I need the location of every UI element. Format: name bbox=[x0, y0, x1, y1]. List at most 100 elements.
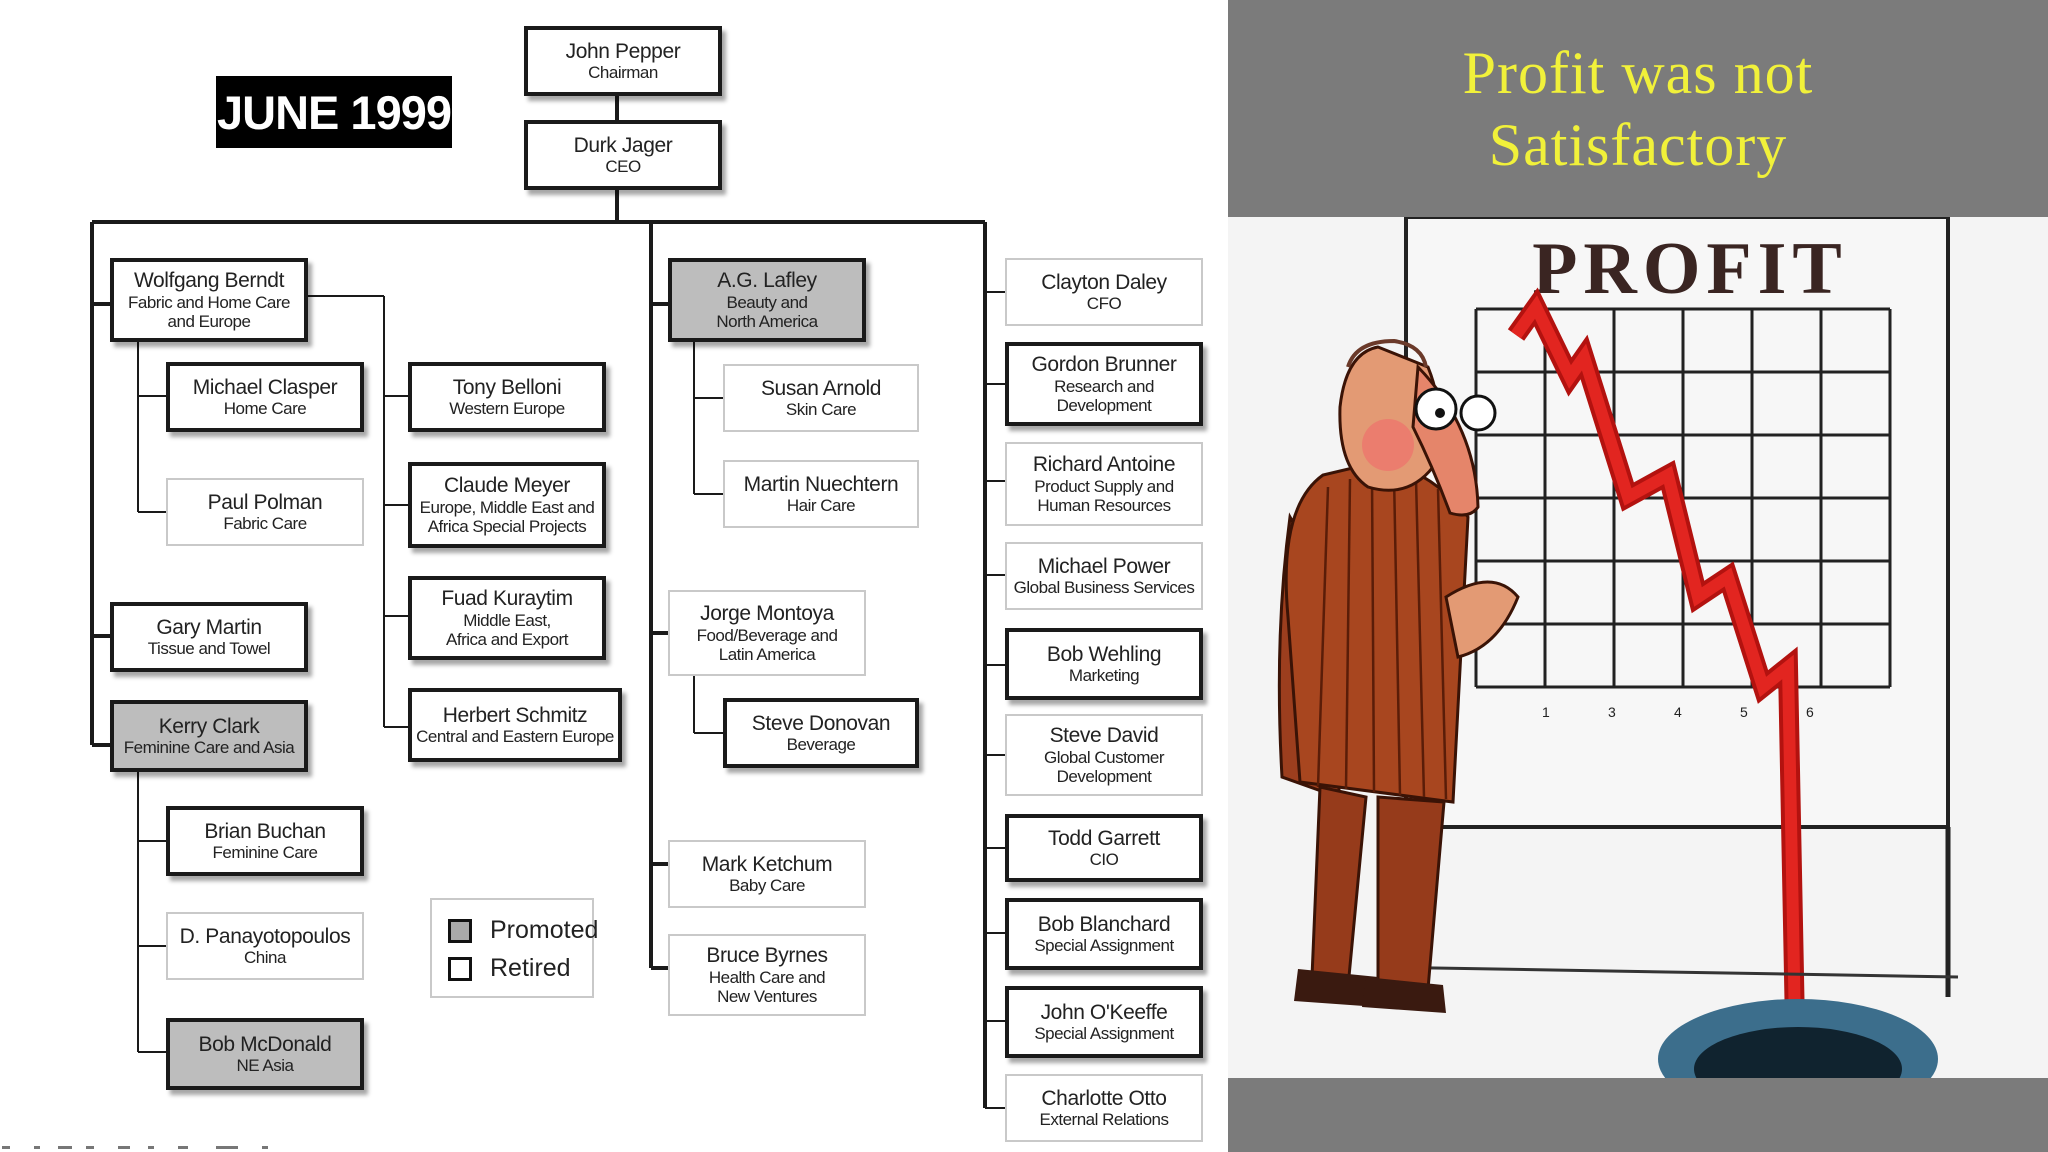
legend: Promoted Retired bbox=[430, 898, 598, 998]
person-role: Africa and Export bbox=[446, 629, 568, 649]
promoted-swatch bbox=[448, 918, 472, 943]
legend-promoted: Promoted bbox=[448, 916, 598, 945]
person-role: and Europe bbox=[167, 311, 251, 331]
retired-swatch bbox=[448, 956, 472, 981]
person-name: Paul Polman bbox=[207, 490, 323, 514]
slide-title-line-1: Profit was not bbox=[1462, 39, 1814, 106]
person-name: Todd Garrett bbox=[1048, 826, 1160, 850]
person-name: Steve Donovan bbox=[751, 711, 891, 735]
person-name: Wolfgang Berndt bbox=[133, 269, 285, 293]
person-role: Skin Care bbox=[785, 400, 857, 420]
person-role: Food/Beverage and bbox=[696, 625, 838, 645]
person-name: Gary Martin bbox=[156, 615, 262, 639]
person-name: Michael Power bbox=[1037, 554, 1171, 578]
person-name: Clayton Daley bbox=[1041, 270, 1167, 294]
axis-tick-label: 4 bbox=[1674, 704, 1682, 720]
person-role: Tissue and Towel bbox=[147, 639, 271, 659]
person-role: Latin America bbox=[718, 644, 816, 664]
person-name: Brian Buchan bbox=[204, 819, 326, 843]
person-role: External Relations bbox=[1039, 1110, 1169, 1130]
person-name: Mark Ketchum bbox=[701, 852, 833, 876]
person-name: John Pepper bbox=[565, 39, 681, 63]
person-name: John O'Keeffe bbox=[1040, 1000, 1168, 1024]
person-role: Development bbox=[1056, 766, 1152, 786]
title-banner: Profit was not Satisfactory bbox=[1228, 0, 2048, 217]
person-role: Fabric Care bbox=[223, 514, 307, 534]
person-role: Product Supply and bbox=[1034, 476, 1174, 496]
axis-tick-label: 3 bbox=[1608, 704, 1616, 720]
person-role: Middle East, bbox=[463, 610, 551, 630]
person-role: Feminine Care bbox=[212, 843, 319, 863]
person-role: Development bbox=[1056, 395, 1152, 415]
axis-tick-label: 6 bbox=[1806, 704, 1814, 720]
person-name: Herbert Schmitz bbox=[442, 703, 588, 727]
person-role: CIO bbox=[1089, 850, 1119, 870]
person-role: Feminine Care and Asia bbox=[123, 738, 295, 758]
person-name: A.G. Lafley bbox=[717, 269, 817, 293]
person-name: D. Panayotopoulos bbox=[179, 924, 351, 948]
person-name: Charlotte Otto bbox=[1041, 1086, 1167, 1110]
person-name: Bruce Byrnes bbox=[706, 944, 828, 968]
person-name: Richard Antoine bbox=[1032, 453, 1176, 477]
person-name: Durk Jager bbox=[573, 133, 673, 157]
person-name: Tony Belloni bbox=[452, 375, 562, 399]
person-role: Special Assignment bbox=[1034, 1024, 1174, 1044]
person-name: Fuad Kuraytim bbox=[441, 587, 573, 611]
legend-promoted-label: Promoted bbox=[490, 916, 599, 944]
person-role: CEO bbox=[605, 157, 641, 177]
person-name: Kerry Clark bbox=[158, 714, 260, 738]
person-name: Gordon Brunner bbox=[1031, 353, 1177, 377]
person-role: Human Resources bbox=[1037, 495, 1171, 515]
person-name: Steve David bbox=[1049, 724, 1159, 748]
person-name: Martin Nuechtern bbox=[743, 472, 899, 496]
bottom-band bbox=[1228, 1078, 2048, 1152]
person-role: New Ventures bbox=[717, 986, 817, 1006]
person-name: Jorge Montoya bbox=[700, 602, 834, 626]
person-name: Bob Wehling bbox=[1046, 642, 1162, 666]
person-name: Bob McDonald bbox=[198, 1032, 332, 1056]
legend-retired: Retired bbox=[448, 954, 571, 983]
person-name: Michael Clasper bbox=[192, 375, 338, 399]
axis-tick-label: 1 bbox=[1542, 704, 1550, 720]
org-chart-connectors bbox=[90, 96, 1005, 1109]
person-role: Special Assignment bbox=[1034, 936, 1174, 956]
person-role: Global Business Services bbox=[1013, 578, 1195, 598]
person-role: Research and bbox=[1054, 376, 1154, 396]
person-role: China bbox=[244, 948, 286, 968]
person-role: Fabric and Home Care bbox=[128, 292, 290, 312]
person-role: Health Care and bbox=[708, 967, 826, 987]
person-name: Claude Meyer bbox=[444, 474, 570, 498]
person-role: Chairman bbox=[588, 63, 658, 83]
footnote-fragment bbox=[2, 1146, 268, 1149]
person-role: NE Asia bbox=[236, 1056, 294, 1076]
person-role: Europe, Middle East and bbox=[419, 497, 595, 517]
person-role: North America bbox=[716, 311, 818, 331]
person-role: Africa Special Projects bbox=[427, 516, 587, 536]
